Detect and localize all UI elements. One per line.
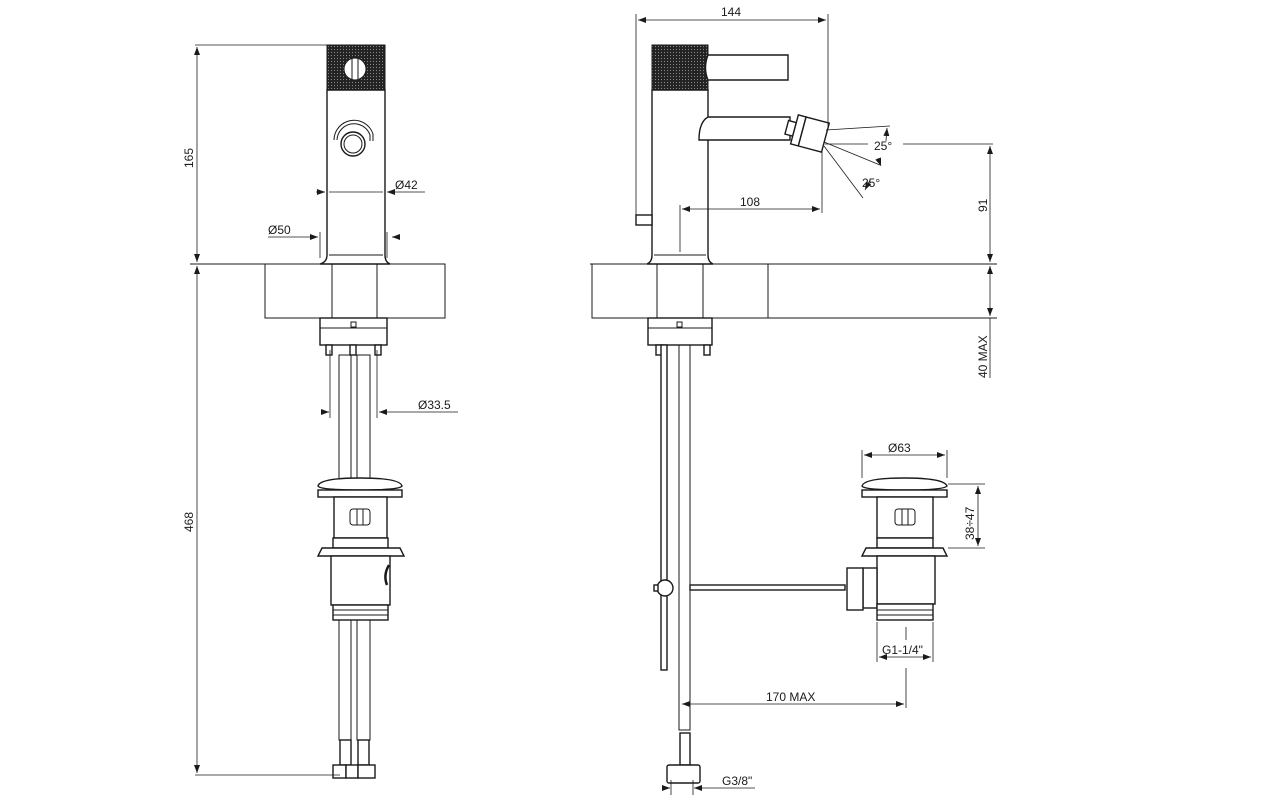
popup-waste-front bbox=[316, 477, 406, 621]
dim-deck-thickness: 40 MAX bbox=[976, 335, 990, 378]
lever-knob-icon bbox=[333, 119, 374, 157]
rod-knob-icon bbox=[656, 579, 674, 597]
side-view-mixer bbox=[635, 44, 949, 784]
dim-rod-reach: 170 MAX bbox=[766, 690, 815, 704]
dim-body-diameter: Ø42 bbox=[395, 178, 418, 192]
dim-waste-thread: G1-1/4" bbox=[882, 643, 923, 657]
knurled-cap-icon bbox=[651, 44, 709, 91]
dim-below-deck: 468 bbox=[182, 512, 196, 532]
dim-waste-height: 38÷47 bbox=[963, 506, 977, 540]
dim-spout-reach: 108 bbox=[740, 195, 760, 209]
dim-base-diameter: Ø50 bbox=[268, 223, 291, 237]
dim-overall-length: 144 bbox=[721, 5, 741, 19]
lever-handle bbox=[704, 54, 789, 81]
front-view-mixer bbox=[316, 44, 406, 779]
popup-waste-side bbox=[846, 477, 949, 621]
dim-angle-down: 25° bbox=[862, 176, 880, 190]
deck-section-right bbox=[591, 263, 769, 319]
dim-hose-diameter: Ø33.5 bbox=[418, 398, 451, 412]
deck-countertop bbox=[190, 263, 997, 319]
popup-rod bbox=[653, 579, 846, 597]
spout bbox=[698, 116, 791, 141]
deck-section-left bbox=[264, 263, 446, 319]
front-dimensions bbox=[194, 44, 458, 776]
dim-angle-up: 25° bbox=[874, 139, 892, 153]
dim-total-height: 165 bbox=[182, 148, 196, 168]
nozzle bbox=[784, 114, 831, 154]
dim-hose-thread: G3/8" bbox=[722, 774, 752, 788]
dim-spout-height: 91 bbox=[976, 198, 990, 212]
dim-waste-diameter: Ø63 bbox=[888, 441, 911, 455]
side-dimensions bbox=[635, 14, 993, 795]
